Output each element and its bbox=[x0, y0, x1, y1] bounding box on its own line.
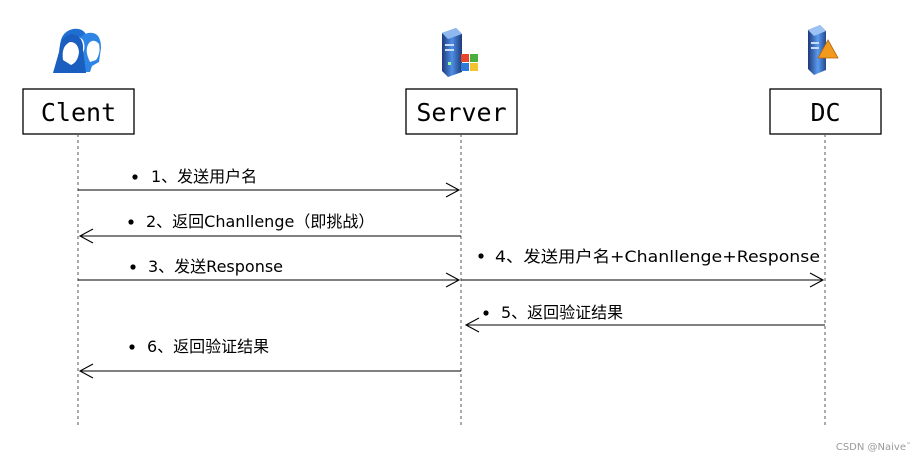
arrowhead bbox=[78, 228, 94, 244]
message-2: 2、返回Chanllenge（即挑战） bbox=[78, 212, 461, 244]
actor-label: Clent bbox=[41, 98, 116, 127]
actor-label: DC bbox=[810, 98, 840, 127]
users-icon bbox=[53, 28, 101, 73]
arrowhead bbox=[78, 363, 94, 379]
arrowhead bbox=[464, 317, 480, 333]
bullet bbox=[128, 219, 134, 225]
bullet bbox=[132, 174, 138, 180]
arrowhead bbox=[809, 272, 825, 288]
actor-server: Server bbox=[405, 88, 518, 135]
message-4: 4、发送用户名+Chanllenge+Response bbox=[461, 247, 825, 288]
actor-box bbox=[22, 88, 135, 135]
actor-box bbox=[405, 88, 518, 135]
domain-controller-icon bbox=[808, 25, 839, 75]
arrowhead bbox=[445, 272, 461, 288]
actor-dc: DC bbox=[769, 88, 882, 135]
bullet bbox=[129, 344, 135, 350]
windows-server-icon bbox=[442, 28, 478, 77]
actor-label: Server bbox=[416, 98, 506, 127]
message-label: 3、发送Response bbox=[148, 257, 283, 276]
message-6: 6、返回验证结果 bbox=[78, 337, 461, 379]
message-label: 5、返回验证结果 bbox=[501, 303, 623, 322]
bullet bbox=[130, 264, 136, 270]
message-label: 2、返回Chanllenge（即挑战） bbox=[146, 212, 374, 231]
message-5: 5、返回验证结果 bbox=[464, 303, 825, 333]
actor-client: Clent bbox=[22, 88, 135, 135]
message-3: 3、发送Response bbox=[78, 257, 461, 288]
arrowhead bbox=[445, 182, 461, 198]
message-1: 1、发送用户名 bbox=[78, 167, 461, 198]
message-label: 6、返回验证结果 bbox=[147, 337, 269, 356]
message-label: 4、发送用户名+Chanllenge+Response bbox=[495, 247, 820, 266]
actor-box bbox=[769, 88, 882, 135]
bullet bbox=[478, 253, 484, 259]
message-label: 1、发送用户名 bbox=[151, 167, 257, 186]
watermark: CSDN @Naive˜ bbox=[836, 441, 911, 453]
bullet bbox=[483, 310, 489, 316]
